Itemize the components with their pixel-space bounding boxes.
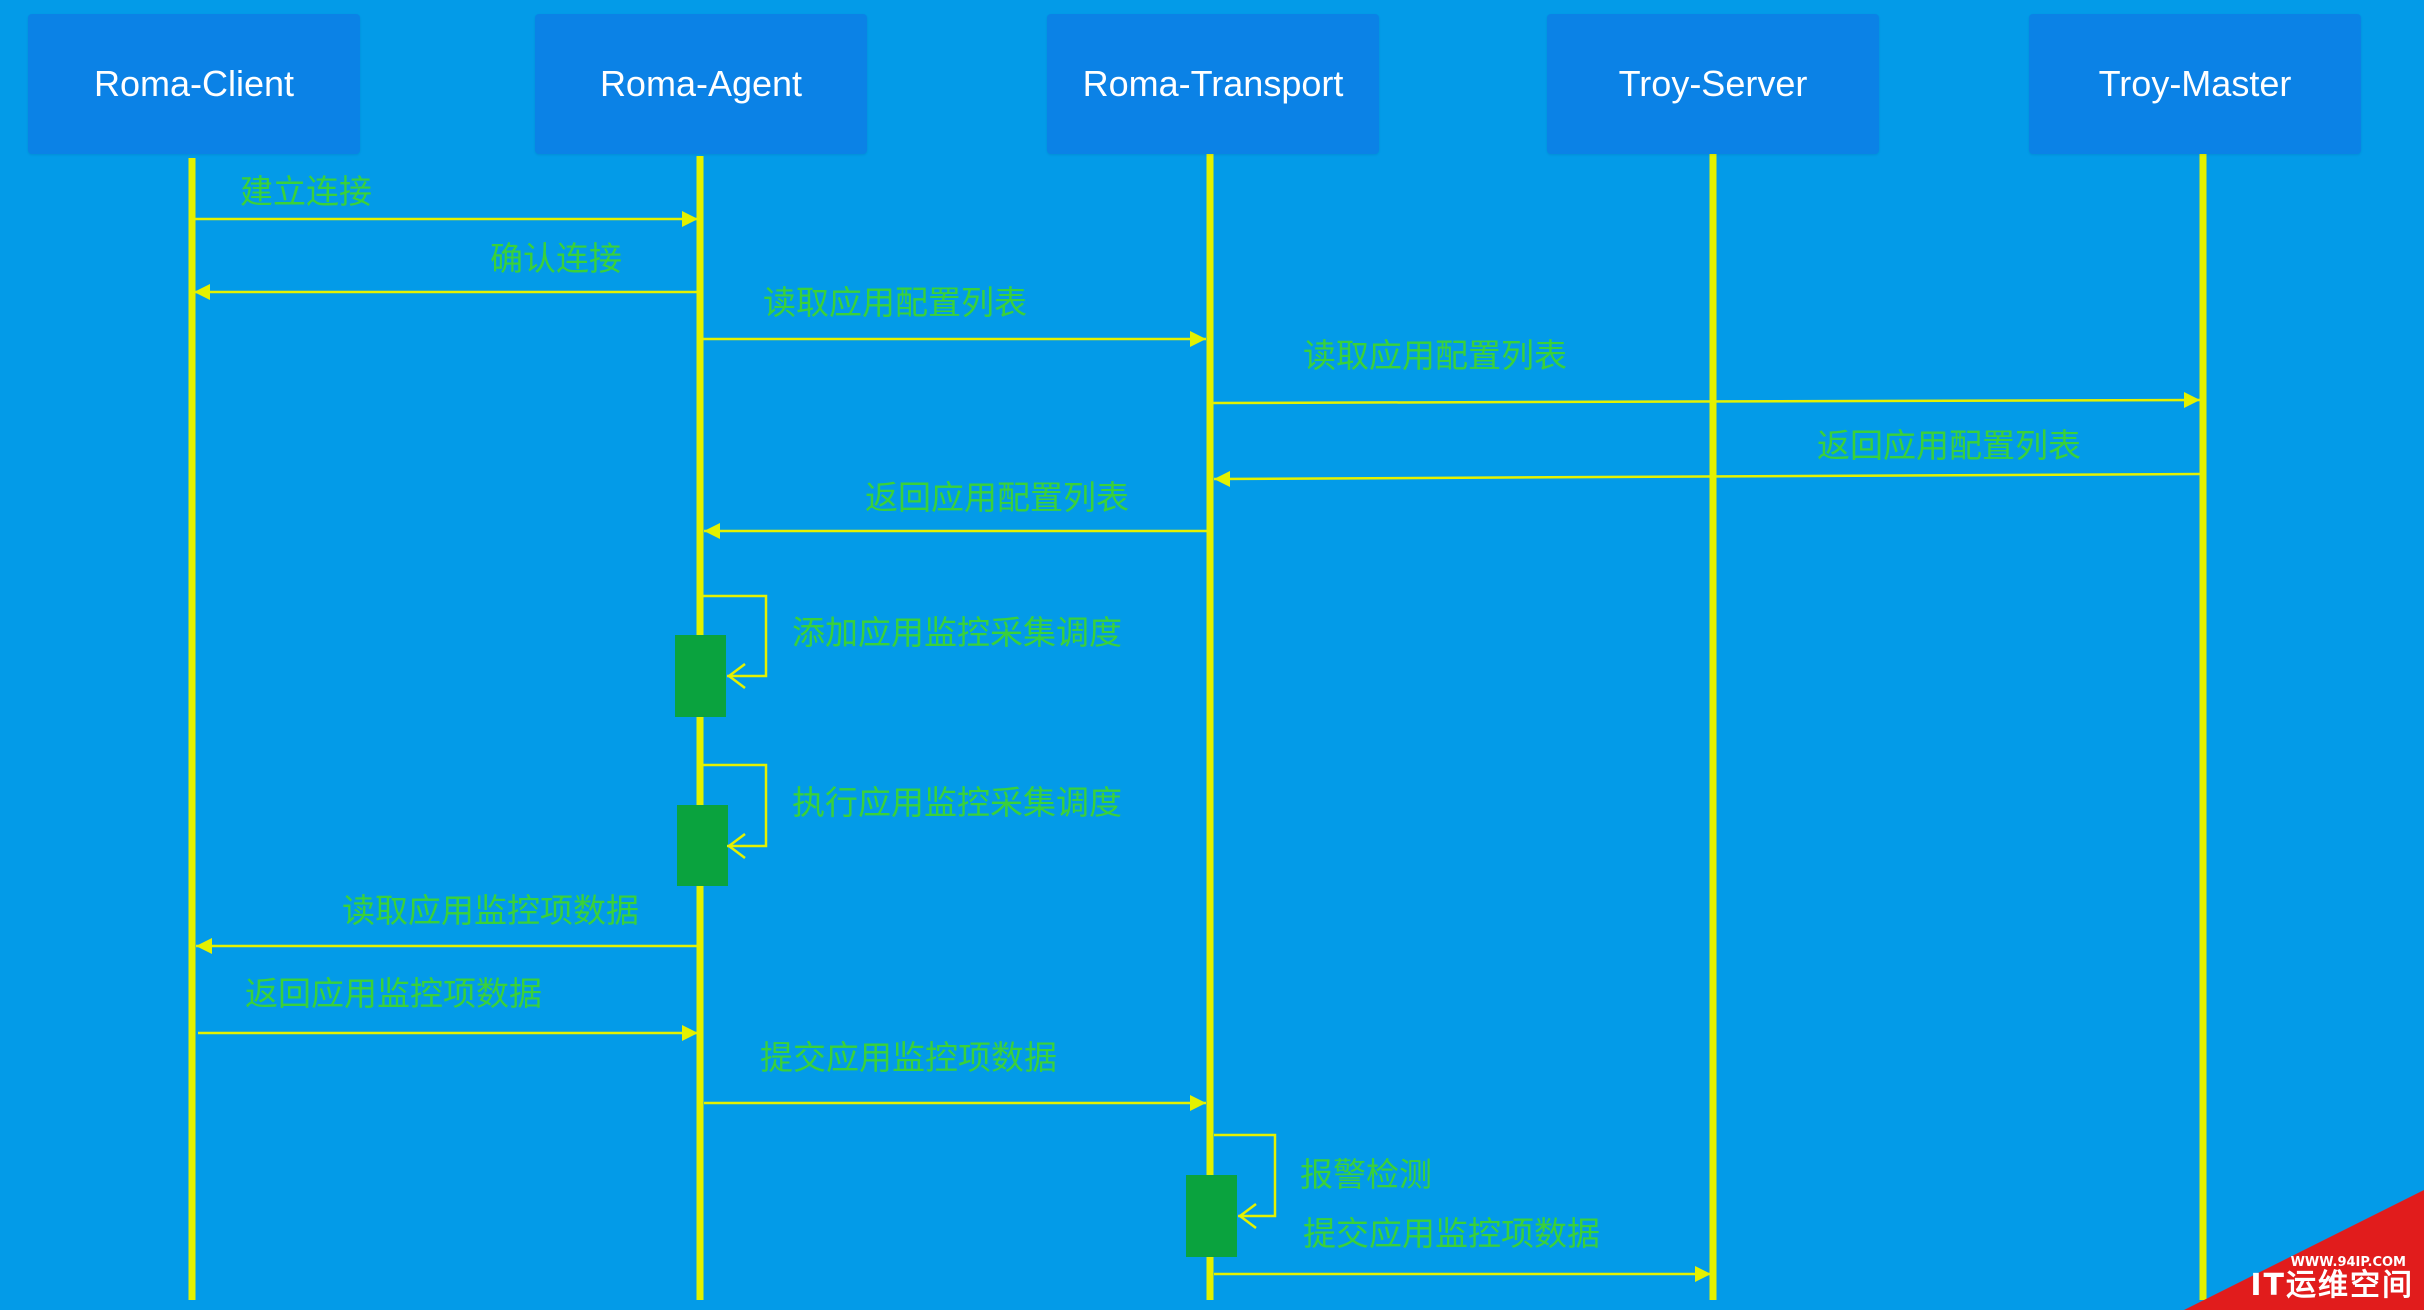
message-label: 读取应用配置列表 bbox=[1303, 336, 1567, 375]
watermark-url: WWW.94IP.COM bbox=[2290, 1255, 2406, 1270]
arrowhead bbox=[704, 523, 720, 539]
actor-roma-transport: Roma-Transport bbox=[1047, 14, 1379, 154]
message-label: 返回应用配置列表 bbox=[1817, 426, 2081, 465]
message-label: 返回应用监控项数据 bbox=[245, 974, 542, 1013]
watermark-logo: WWW.94IP.COM IT运维空间 bbox=[2184, 1190, 2424, 1310]
message-label: 添加应用监控采集调度 bbox=[792, 613, 1122, 652]
message-label: 建立连接 bbox=[240, 172, 372, 211]
activation-bar bbox=[675, 635, 726, 717]
watermark-name: IT运维空间 bbox=[2250, 1268, 2414, 1303]
activation-bar bbox=[677, 805, 728, 886]
message-label: 返回应用配置列表 bbox=[865, 478, 1129, 517]
self-message-line bbox=[1214, 1133, 1277, 1218]
activation-bar bbox=[1186, 1175, 1237, 1257]
self-message-line bbox=[703, 763, 768, 848]
message-label: 读取应用监控项数据 bbox=[342, 891, 639, 930]
message-line bbox=[1211, 398, 2201, 405]
message-label: 提交应用监控项数据 bbox=[1303, 1214, 1600, 1253]
message-label: 报警检测 bbox=[1300, 1155, 1432, 1194]
arrowhead bbox=[682, 211, 698, 227]
message-label: 提交应用监控项数据 bbox=[760, 1038, 1057, 1077]
arrowhead bbox=[726, 833, 746, 859]
message-label: 执行应用监控采集调度 bbox=[792, 783, 1122, 822]
actor-roma-agent: Roma-Agent bbox=[535, 14, 867, 154]
arrowhead bbox=[726, 663, 746, 689]
actor-troy-server: Troy-Server bbox=[1547, 14, 1879, 154]
arrowhead bbox=[194, 284, 210, 300]
arrowhead bbox=[1695, 1266, 1711, 1282]
actor-roma-client: Roma-Client bbox=[28, 14, 360, 154]
arrowhead bbox=[196, 938, 212, 954]
message-label: 确认连接 bbox=[490, 239, 622, 278]
arrowhead bbox=[1190, 1095, 1206, 1111]
self-message-line bbox=[703, 594, 768, 678]
arrowhead bbox=[1190, 331, 1206, 347]
arrowhead bbox=[1237, 1203, 1257, 1229]
actor-troy-master: Troy-Master bbox=[2029, 14, 2361, 154]
message-label: 读取应用配置列表 bbox=[763, 283, 1027, 322]
arrowhead bbox=[2184, 392, 2200, 408]
message-line bbox=[1213, 472, 2201, 481]
watermark-triangle bbox=[2184, 1190, 2424, 1310]
arrowhead bbox=[682, 1025, 698, 1041]
arrowhead bbox=[1214, 471, 1230, 487]
